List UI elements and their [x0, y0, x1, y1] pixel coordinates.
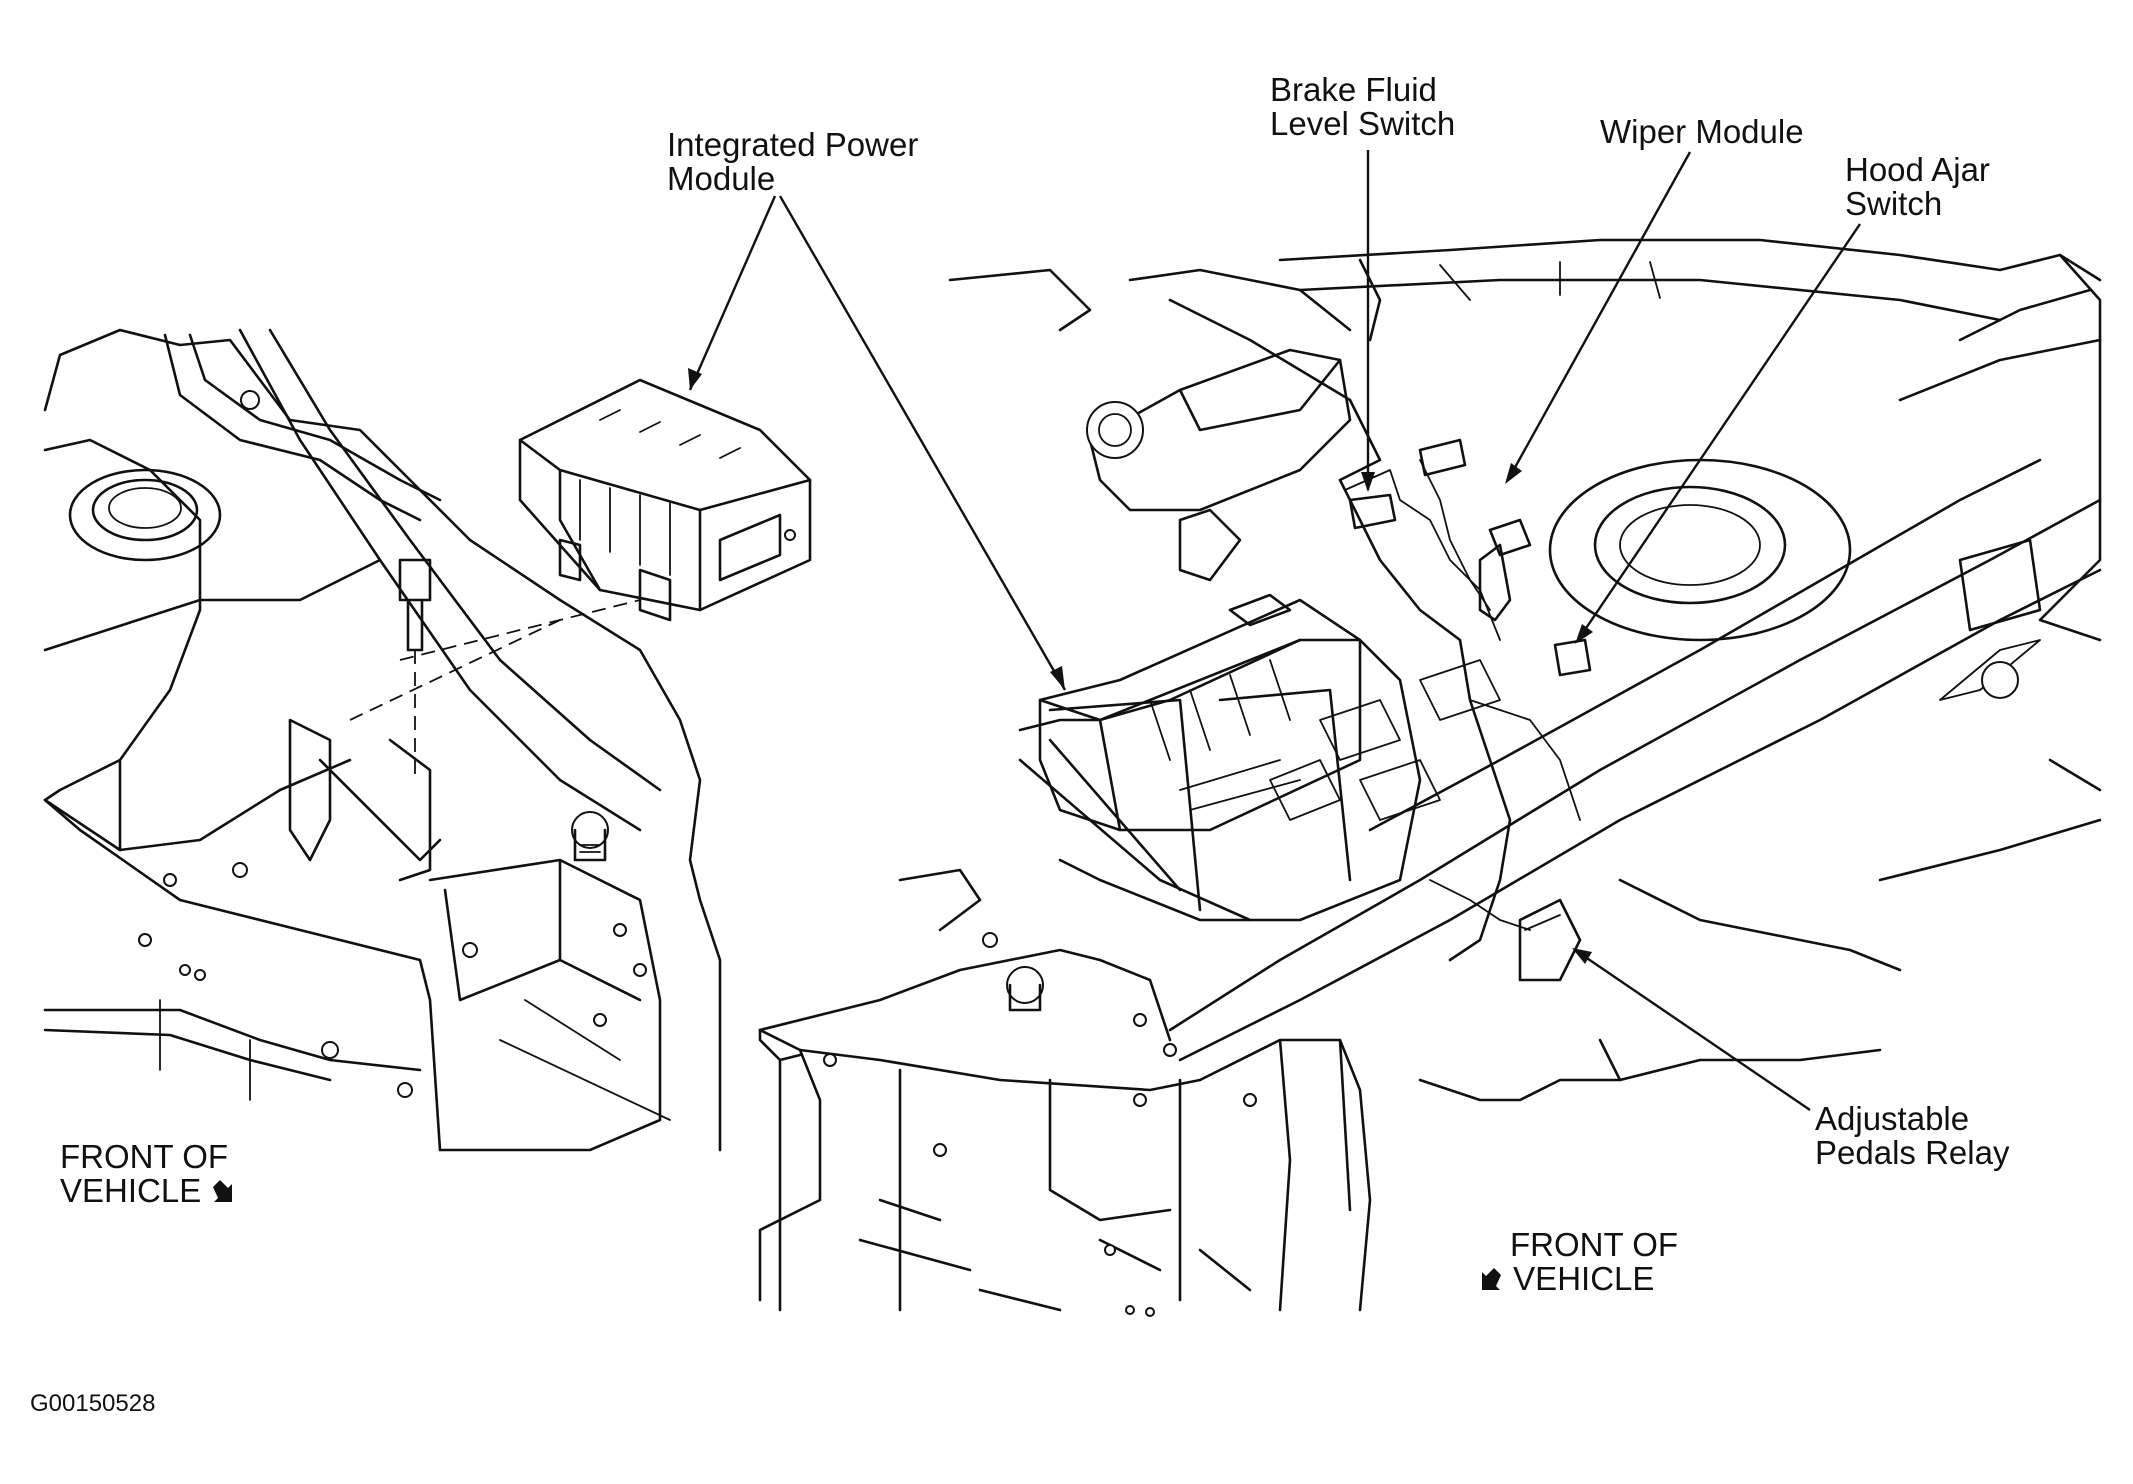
leader-hood-ajar [1577, 223, 1861, 641]
label-pedals-line2: Pedals Relay [1815, 1134, 2010, 1171]
left-view-fender-apron [43, 328, 722, 1152]
label-front-right-line2: VEHICLE [1513, 1260, 1655, 1297]
leader-pedals-relay [1574, 949, 1811, 1111]
label-brake-fluid-level-switch: Brake Fluid Level Switch [1270, 73, 1455, 141]
label-brake-line2: Level Switch [1270, 105, 1456, 142]
arrowhead-wiper [1505, 463, 1522, 484]
arrow-down-left-icon [1482, 1268, 1501, 1290]
integrated-power-module-left [518, 378, 812, 622]
arrow-down-right-icon [213, 1180, 233, 1202]
label-front-left-line2: VEHICLE [60, 1172, 202, 1209]
label-front-left-line1: FRONT OF [60, 1138, 229, 1175]
figure-code: G00150528 [30, 1390, 156, 1417]
label-hood-line1: Hood Ajar [1845, 151, 1990, 188]
leader-wiper [1506, 151, 1692, 481]
label-ipm-line2: Module [667, 160, 776, 197]
leader-ipm-left [688, 195, 777, 391]
label-brake-line1: Brake Fluid [1270, 71, 1437, 108]
leader-lines [688, 150, 1861, 1111]
label-hood-line2: Switch [1845, 185, 1943, 222]
leader-ipm-right [778, 195, 1067, 691]
arrowhead-brake-fluid [1361, 472, 1375, 492]
label-front-right-line1: FRONT OF [1510, 1226, 1679, 1263]
label-adjustable-pedals-relay: Adjustable Pedals Relay [1815, 1102, 2009, 1170]
label-integrated-power-module: Integrated Power Module [667, 128, 918, 196]
arrowhead-ipm-left [688, 368, 702, 390]
label-front-of-vehicle-right: FRONT OF VEHICLE [1480, 1228, 1678, 1296]
arrowhead-hood-ajar [1575, 624, 1593, 644]
arrowhead-ipm-right [1050, 666, 1065, 690]
label-pedals-line1: Adjustable [1815, 1100, 1970, 1137]
right-view-engine-bay [758, 238, 2102, 1317]
arrowhead-pedals-relay [1572, 948, 1592, 964]
label-front-of-vehicle-left: FRONT OF VEHICLE [60, 1140, 234, 1208]
label-wiper-module: Wiper Module [1600, 113, 1804, 150]
label-hood-ajar-switch: Hood Ajar Switch [1845, 153, 1990, 221]
label-ipm-line1: Integrated Power [667, 126, 919, 163]
